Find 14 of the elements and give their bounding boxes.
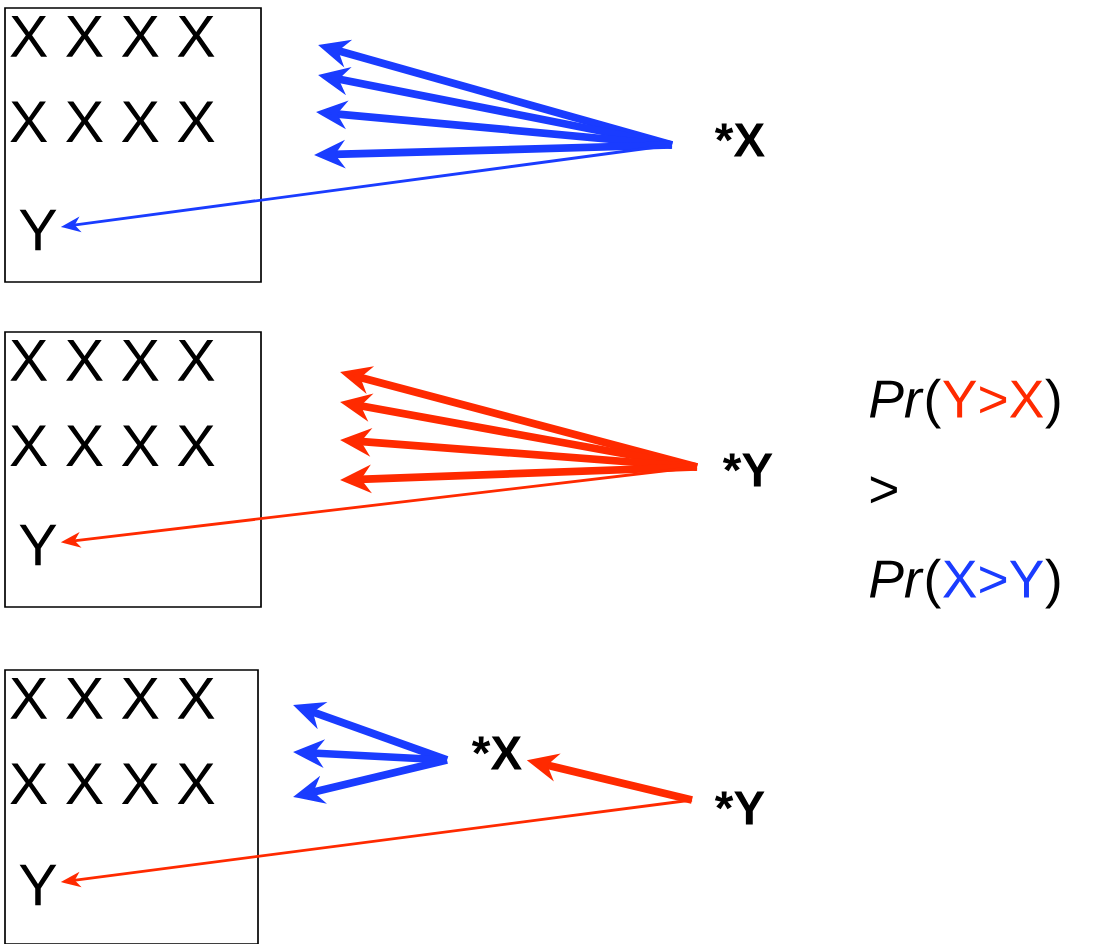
starred-letter: *X <box>714 123 765 157</box>
formula-text: Pr( <box>869 558 941 609</box>
starred-letter: *Y <box>722 453 773 487</box>
formula-text: Y>X <box>943 380 1044 418</box>
letter: Y <box>19 864 57 906</box>
formula-text: > <box>870 476 897 504</box>
formula-text: ) <box>1045 558 1060 609</box>
starred-letter: *Y <box>714 791 765 825</box>
letter: Y <box>19 524 57 566</box>
starred-letter: *X <box>471 736 522 770</box>
formula-text: X>Y <box>943 560 1044 598</box>
formula-text: Pr( <box>869 378 941 429</box>
letter: Y <box>19 209 57 251</box>
formula-text: ) <box>1045 378 1060 429</box>
